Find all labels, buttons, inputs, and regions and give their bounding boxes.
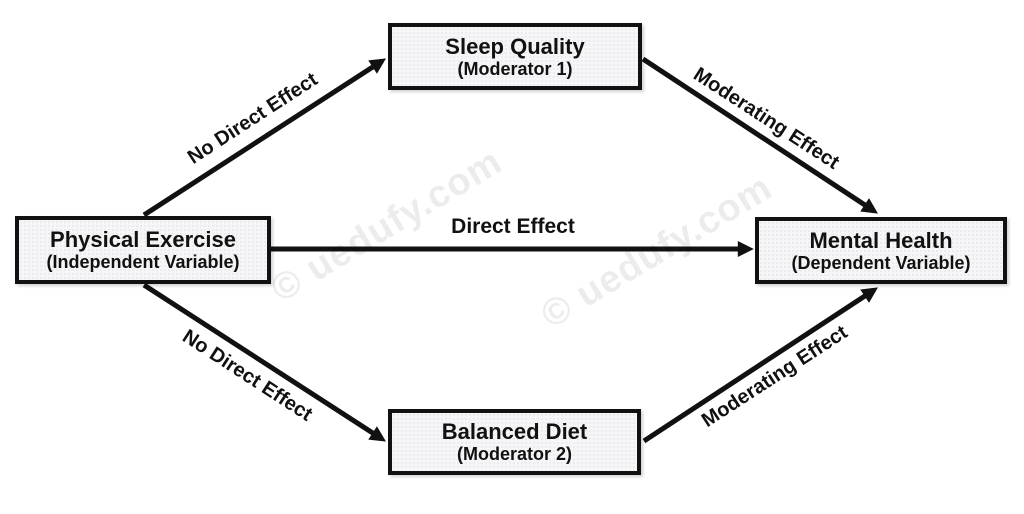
node-subtitle: (Dependent Variable) [791,252,971,273]
node-title: Physical Exercise [50,227,236,252]
node-title: Sleep Quality [445,33,585,59]
edge-arrow-moderating-effect-bottom [642,287,879,444]
node-title: Mental Health [809,227,953,253]
edge-label-direct-effect: Direct Effect [451,215,575,238]
node-balanced-diet: Balanced Diet (Moderator 2) [388,409,641,475]
node-title: Balanced Diet [441,419,588,444]
edge-arrow-no-direct-effect-top [142,58,387,218]
node-mental-health: Mental Health (Dependent Variable) [755,217,1007,284]
node-sleep-quality: Sleep Quality (Moderator 1) [388,23,642,90]
node-subtitle: (Moderator 1) [457,58,573,79]
node-subtitle: (Moderator 2) [456,444,572,465]
node-physical-exercise: Physical Exercise (Independent Variable) [15,216,271,284]
edge-arrow-moderating-effect-top [641,56,879,214]
node-subtitle: (Independent Variable) [46,252,240,273]
edge-arrow-no-direct-effect-bottom [142,282,387,442]
